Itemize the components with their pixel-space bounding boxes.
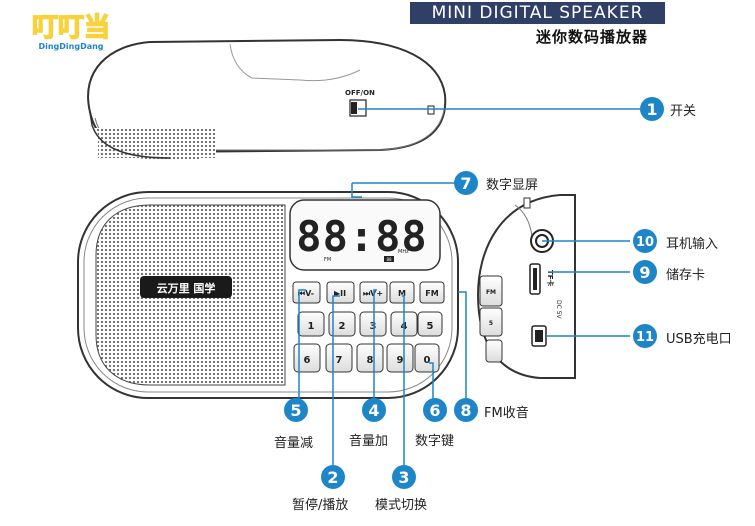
side-key-5 <box>479 307 503 337</box>
digit-keys-row-1: 1 2 3 4 5 <box>297 311 443 337</box>
digit-key: 7 <box>336 355 343 366</box>
digit-key: 3 <box>370 321 377 332</box>
callout-number: 7 <box>460 174 471 193</box>
label-mode-switch: 模式切换 <box>375 498 428 513</box>
digit-keys-row-2: 6 7 8 9 0 <box>293 343 440 373</box>
front-view: 云万里 国学 88:88 MHz FM 88 ⏮V- ▶II ⏭V+ M FM … <box>77 191 459 399</box>
label-usb-charge: USB充电口 <box>666 332 732 347</box>
digit-key: 5 <box>427 321 434 332</box>
svg-text:5: 5 <box>489 320 493 327</box>
callout-number: 10 <box>636 235 654 250</box>
label-fm-radio: FM收音 <box>484 406 529 421</box>
side-key-fm <box>479 275 503 307</box>
brand-logo: 叮叮当 DingDingDang <box>20 8 122 52</box>
lcd-fm: FM <box>324 257 331 263</box>
callout-number: 9 <box>639 263 650 282</box>
label-headphone-input: 耳机输入 <box>666 237 719 252</box>
top-view: OFF/ON <box>87 38 447 160</box>
label-digital-display: 数字显屏 <box>486 178 539 193</box>
svg-text:⏮V-: ⏮V- <box>298 289 314 298</box>
svg-text:▶II: ▶II <box>334 289 346 298</box>
svg-text:FM: FM <box>425 289 438 298</box>
key-mode <box>389 281 415 304</box>
lcd-display <box>289 199 441 271</box>
callout-number: 3 <box>398 468 409 487</box>
label-power-switch: 开关 <box>670 104 697 119</box>
function-keys: ⏮V- ▶II ⏭V+ M FM <box>292 281 445 304</box>
digit-key: 1 <box>308 321 315 332</box>
side-view: FM 5 TF卡 DC 5V <box>476 194 576 379</box>
callout-number: 6 <box>429 401 440 420</box>
label-play-pause: 暂停/播放 <box>292 498 349 513</box>
callout-number: 4 <box>368 401 379 420</box>
label-memory-card: 储存卡 <box>666 268 706 283</box>
label-number-keys: 数字键 <box>415 434 455 449</box>
callout-number: 11 <box>636 330 654 345</box>
lcd-badge: 88 <box>386 257 392 262</box>
key-fm <box>419 281 445 304</box>
lcd-digits: 88:88 <box>296 212 427 261</box>
digit-key: 2 <box>339 321 346 332</box>
callout-number: 2 <box>327 468 338 487</box>
callout-markers: 1 2 3 4 5 6 7 8 9 10 11 <box>284 97 664 489</box>
digit-key: 0 <box>424 355 431 366</box>
leader-lines <box>298 108 640 465</box>
callout-number: 5 <box>290 401 301 420</box>
logo-subtext: DingDingDang <box>38 42 103 51</box>
callout-number: 1 <box>646 100 657 119</box>
label-volume-up: 音量加 <box>349 434 389 449</box>
digit-key: 8 <box>367 355 374 366</box>
logo-text: 叮叮当 <box>32 13 110 43</box>
dc-label: DC 5V <box>555 300 562 320</box>
digit-key: 9 <box>397 355 404 366</box>
svg-text:⏭V+: ⏭V+ <box>363 289 383 298</box>
svg-text:FM: FM <box>486 289 496 296</box>
callout-number: 8 <box>460 401 471 420</box>
tf-label: TF卡 <box>546 270 555 287</box>
title-english: MINI DIGITAL SPEAKER <box>410 2 665 24</box>
digit-key: 6 <box>304 355 311 366</box>
label-volume-down: 音量减 <box>274 436 314 451</box>
brand-badge: 云万里 国学 <box>157 281 216 295</box>
switch-label: OFF/ON <box>345 89 375 97</box>
title-chinese: 迷你数码播放器 <box>536 28 649 46</box>
svg-text:M: M <box>398 289 406 298</box>
lcd-unit: MHz <box>398 249 409 255</box>
